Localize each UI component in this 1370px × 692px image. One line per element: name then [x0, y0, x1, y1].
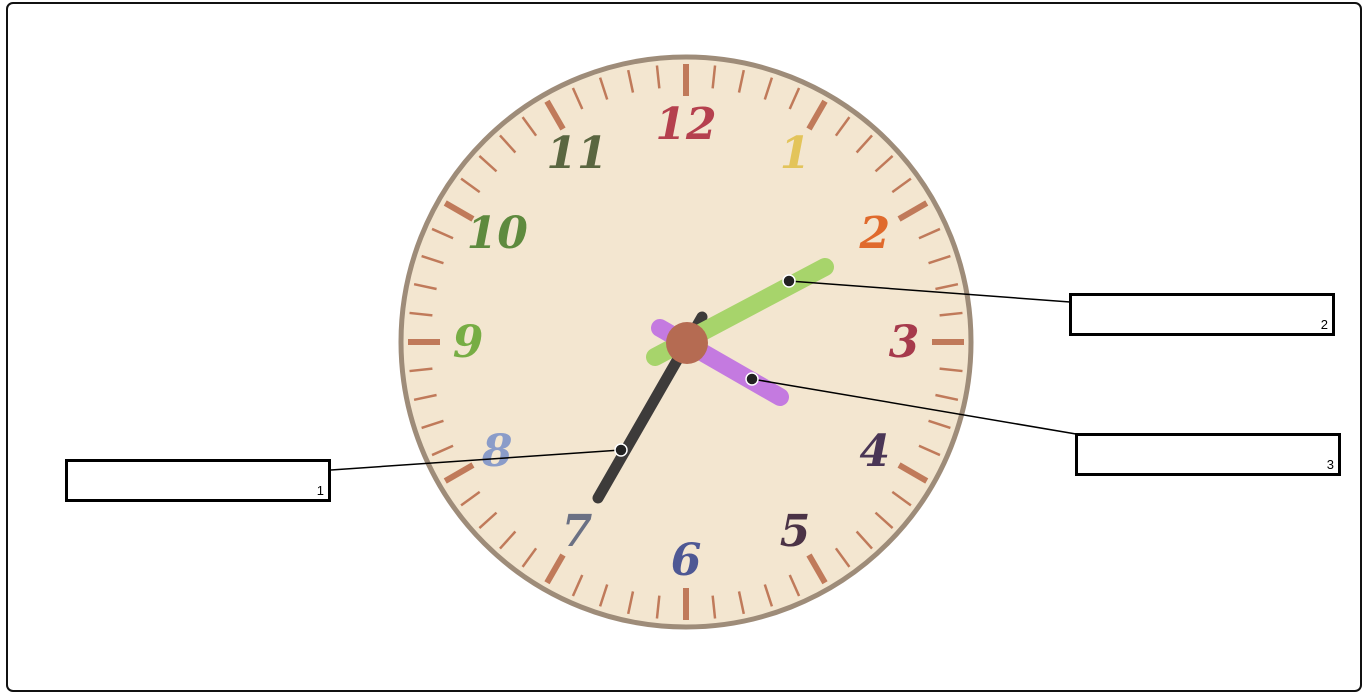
- numeral-5: 5: [780, 506, 811, 557]
- numeral-4: 4: [859, 426, 890, 477]
- label-box-2[interactable]: 2: [1069, 293, 1335, 336]
- leader-dot-3: [746, 373, 758, 385]
- numeral-1: 1: [780, 128, 811, 179]
- hand-hub: [666, 322, 708, 364]
- numeral-10: 10: [467, 208, 529, 259]
- numeral-7: 7: [562, 506, 593, 557]
- label-number-2: 2: [1321, 317, 1328, 332]
- label-number-3: 3: [1327, 457, 1334, 472]
- numeral-3: 3: [889, 317, 920, 368]
- leader-dot-2: [783, 275, 795, 287]
- numeral-8: 8: [481, 426, 513, 477]
- label-number-1: 1: [317, 483, 324, 498]
- numeral-6: 6: [671, 535, 702, 586]
- label-box-3[interactable]: 3: [1075, 433, 1341, 476]
- numeral-12: 12: [655, 99, 716, 150]
- leader-dot-1: [615, 444, 627, 456]
- numeral-9: 9: [453, 317, 484, 368]
- numeral-11: 11: [546, 128, 607, 179]
- label-box-1[interactable]: 1: [65, 459, 331, 502]
- numeral-2: 2: [858, 208, 890, 259]
